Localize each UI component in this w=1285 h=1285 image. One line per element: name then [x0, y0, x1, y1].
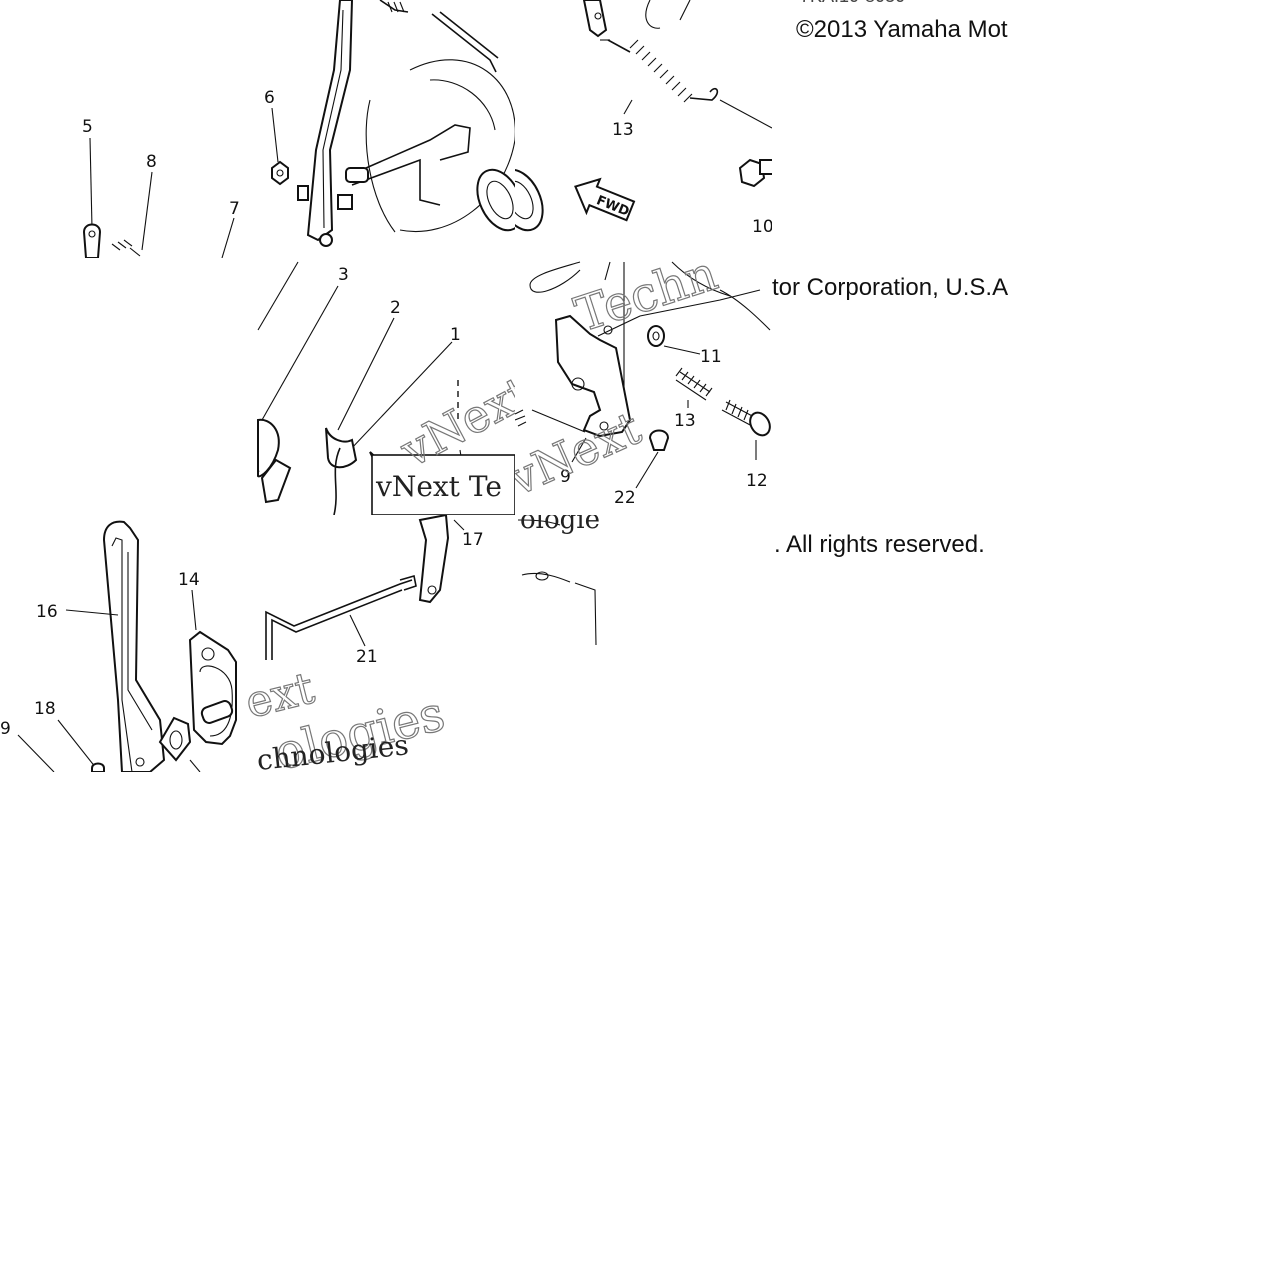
- diagram-tile-middle-left: 3 2 1 1 20 vNext Te: [206, 261, 515, 515]
- callout-1: 1: [450, 325, 461, 345]
- callout-21: 21: [356, 647, 378, 667]
- callout-15: 14: [178, 570, 200, 590]
- copyright-line-1: ©2013 Yamaha Mot: [796, 16, 1008, 43]
- watermark-text-vnext-te: vNext Te: [375, 470, 502, 503]
- callout-13: 13: [674, 411, 696, 431]
- callout-10: 10: [752, 217, 774, 237]
- callout-6: 6: [264, 88, 275, 108]
- callout-11: 11: [700, 347, 722, 367]
- callout-5: 5: [82, 117, 93, 137]
- copyright-line-3: . All rights reserved.: [774, 531, 985, 558]
- part-number-label: 7KA110-8030: [540, 242, 639, 260]
- callout-7: 7: [229, 199, 240, 219]
- diagram-tile-middle-right: 7KA110-8030 11 13: [515, 242, 771, 508]
- callout-fragment-0: 1: [508, 673, 519, 693]
- callout-14: 13: [612, 120, 634, 140]
- callout-9: 9: [560, 467, 571, 487]
- callout-12: 12: [746, 471, 768, 491]
- callout-4: 4: [34, 494, 45, 514]
- diagram-tile-lower-left: 16 14 18 9 21: [0, 494, 484, 772]
- callout-16: 16: [36, 602, 58, 622]
- watermark-vnext-box: vNext Te: [371, 454, 515, 515]
- copyright-fragment-top: 7KAI10-8030: [800, 0, 1030, 8]
- callout-fragment-1: 1: [250, 457, 261, 477]
- callout-9-left: 9: [0, 719, 11, 739]
- callout-3: 3: [338, 265, 349, 285]
- copyright-line-2: tor Corporation, U.S.A: [772, 274, 1034, 304]
- callout-8: 8: [146, 152, 157, 172]
- callout-18: 18: [34, 699, 56, 719]
- callout-17: 17: [462, 530, 484, 550]
- diagram-tile-lower-fragment: ologies 1: [508, 505, 613, 693]
- callout-2: 2: [390, 298, 401, 318]
- diagram-tile-upper-right: 13 FWD 10: [515, 0, 774, 237]
- watermark-ologies-fragment: ologies: [520, 505, 613, 535]
- callout-20: 20: [206, 489, 228, 509]
- callout-22: 22: [614, 488, 636, 508]
- diagram-tile-upper-left: 5 8 7 6: [82, 0, 515, 258]
